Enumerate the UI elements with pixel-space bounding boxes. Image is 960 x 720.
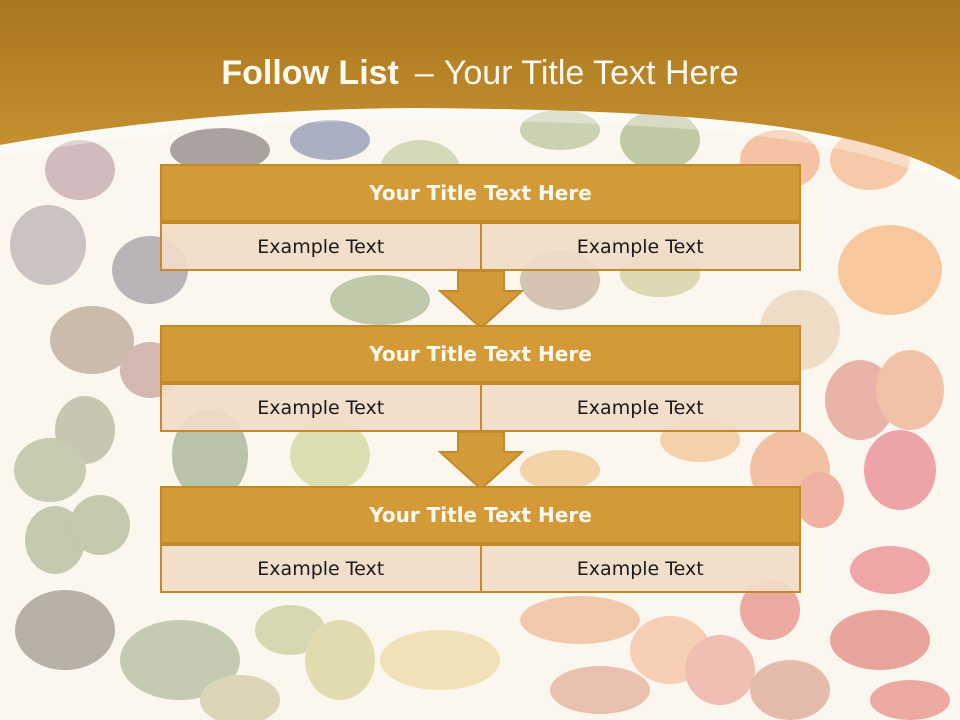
header-band bbox=[0, 0, 960, 192]
list-block: Your Title Text Here Example Text Exampl… bbox=[160, 164, 801, 271]
block-cell-right[interactable]: Example Text bbox=[481, 222, 801, 271]
block-title[interactable]: Your Title Text Here bbox=[160, 164, 801, 222]
page-title-rest: Your Title Text Here bbox=[443, 54, 739, 92]
down-arrow-icon bbox=[438, 432, 524, 490]
page-title: Follow List–Your Title Text Here bbox=[0, 54, 960, 93]
list-block: Your Title Text Here Example Text Exampl… bbox=[160, 486, 801, 593]
block-row: Example Text Example Text bbox=[160, 383, 801, 432]
block-title[interactable]: Your Title Text Here bbox=[160, 486, 801, 544]
block-row: Example Text Example Text bbox=[160, 544, 801, 593]
block-title[interactable]: Your Title Text Here bbox=[160, 325, 801, 383]
page-title-bold: Follow List bbox=[221, 54, 399, 92]
list-block: Your Title Text Here Example Text Exampl… bbox=[160, 325, 801, 432]
block-row: Example Text Example Text bbox=[160, 222, 801, 271]
block-cell-right[interactable]: Example Text bbox=[481, 544, 801, 593]
page-title-dash: – bbox=[414, 54, 434, 92]
block-cell-left[interactable]: Example Text bbox=[160, 222, 482, 271]
block-cell-right[interactable]: Example Text bbox=[481, 383, 801, 432]
block-cell-left[interactable]: Example Text bbox=[160, 544, 482, 593]
down-arrow-icon bbox=[438, 271, 524, 329]
block-cell-left[interactable]: Example Text bbox=[160, 383, 482, 432]
